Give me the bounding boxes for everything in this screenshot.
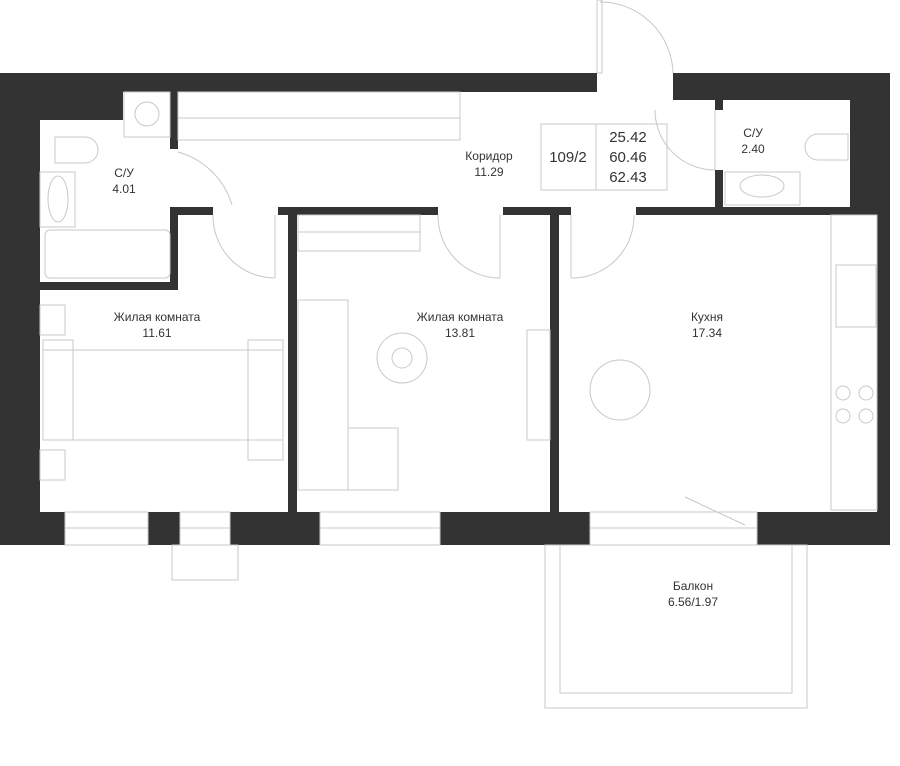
room-area: 6.56/1.97 [668, 595, 718, 609]
room-area: 13.81 [445, 326, 475, 340]
balcony [544, 544, 808, 709]
room-area: 11.61 [142, 326, 171, 340]
room-area: 11.29 [474, 165, 503, 179]
doors [177, 109, 746, 526]
room-name: Жилая комната [114, 310, 201, 324]
room-labels: С/У 4.01 Коридор 11.29 С/У 2.40 Жилая ко… [112, 126, 765, 609]
room-name: С/У [743, 126, 763, 140]
room-name: Кухня [691, 310, 723, 324]
apartment-number: 109/2 [549, 149, 587, 166]
living-area: 25.42 [609, 129, 647, 146]
room-area: 17.34 [692, 326, 722, 340]
room-name: Балкон [673, 579, 713, 593]
windows [64, 511, 758, 581]
walls [0, 73, 890, 545]
entrance-door [596, 0, 674, 74]
furniture [39, 91, 878, 511]
room-name: С/У [114, 166, 134, 180]
total-area-with-balcony: 62.43 [609, 169, 647, 186]
room-name: Коридор [465, 149, 513, 163]
room-area: 4.01 [112, 182, 136, 196]
room-name: Жилая комната [417, 310, 504, 324]
total-area: 60.46 [609, 149, 647, 166]
apartment-info-box: 109/2 25.42 60.46 62.43 [540, 123, 668, 191]
room-area: 2.40 [741, 142, 765, 156]
